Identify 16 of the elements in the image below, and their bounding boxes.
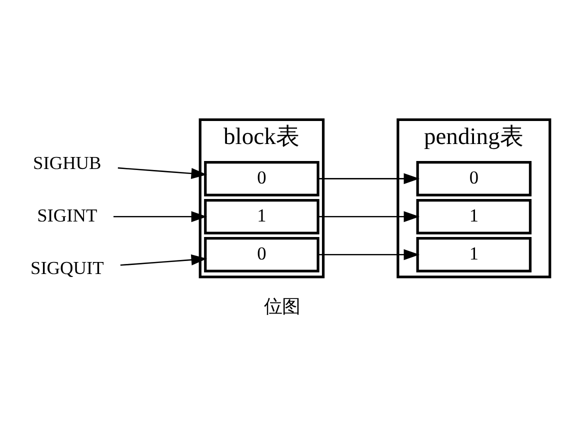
node-text: SIGQUIT	[30, 257, 104, 278]
arrow	[118, 166, 208, 178]
arrow	[318, 172, 420, 184]
arrow	[318, 210, 420, 222]
node-box: 1	[416, 198, 532, 234]
caption: 位图	[264, 296, 300, 318]
node-box: 1	[416, 236, 532, 272]
arrow	[318, 248, 420, 260]
node-text: SIGHUB	[33, 152, 102, 173]
arrow	[120, 254, 208, 266]
node-box: 1	[204, 198, 320, 234]
arrow	[113, 210, 208, 222]
node-text: SIGINT	[37, 205, 98, 225]
node-box: 0	[416, 160, 532, 196]
node-box: 0	[204, 160, 320, 196]
node-box: 0	[204, 236, 320, 272]
